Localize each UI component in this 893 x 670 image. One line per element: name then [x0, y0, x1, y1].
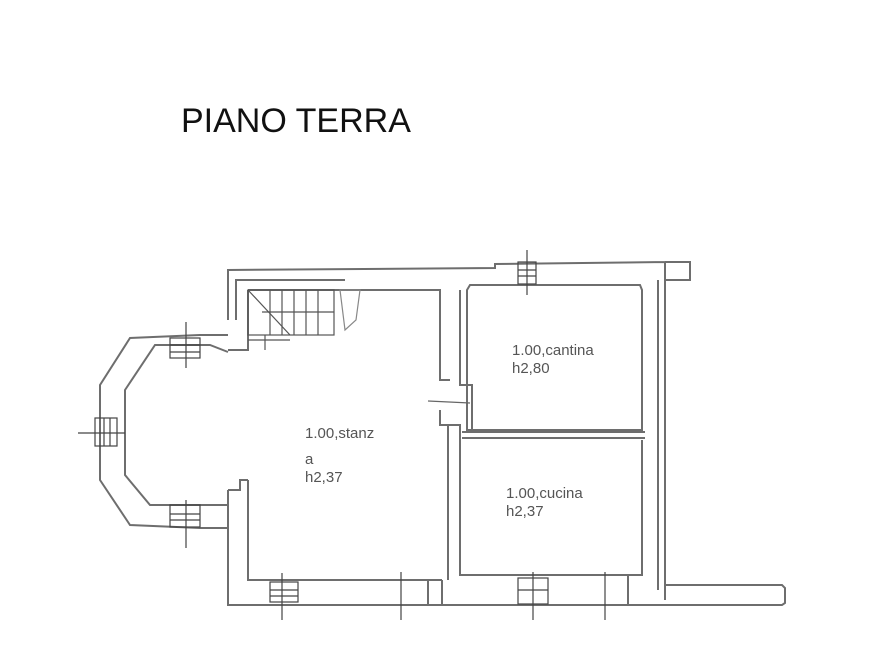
room-stanza-label: 1.00,stanz a h2,37: [305, 425, 374, 487]
room-cantina-label: 1.00,cantina h2,80: [512, 342, 594, 378]
room-cucina-label: 1.00,cucina h2,37: [506, 485, 583, 521]
room-stanza-name: 1.00,stanz: [305, 425, 375, 442]
staircase: [247, 289, 361, 350]
room-stanza-name-cont: a: [305, 451, 314, 468]
floor-title: PIANO TERRA: [181, 102, 411, 140]
room-stanza-height: h2,37: [305, 469, 343, 486]
room-cantina-name: 1.00,cantina: [512, 342, 594, 359]
room-cantina-height: h2,80: [512, 360, 550, 377]
walls: [99, 260, 786, 606]
room-cucina-height: h2,37: [506, 503, 544, 520]
windows: [78, 250, 606, 620]
room-cucina-name: 1.00,cucina: [506, 485, 583, 502]
